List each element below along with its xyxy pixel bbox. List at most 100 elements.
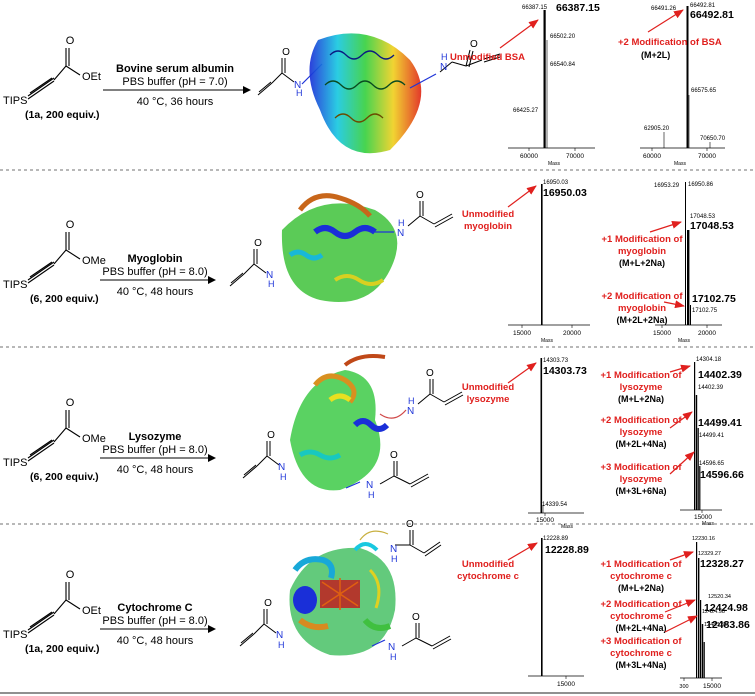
svg-text:O: O — [416, 190, 424, 201]
svg-text:H: H — [368, 490, 375, 500]
svg-text:14339.54: 14339.54 — [542, 502, 568, 508]
ms-peak — [695, 395, 698, 510]
svg-text:PBS buffer (pH = 8.0): PBS buffer (pH = 8.0) — [102, 444, 207, 456]
svg-text:lysozyme: lysozyme — [620, 382, 663, 393]
svg-text:+2 Modification of: +2 Modification of — [600, 415, 682, 426]
svg-text:lysozyme: lysozyme — [620, 474, 663, 485]
red-arrow — [499, 19, 539, 49]
svg-text:16950.03: 16950.03 — [543, 180, 569, 186]
svg-text:Unmodified: Unmodified — [462, 209, 514, 220]
svg-text:60000: 60000 — [643, 153, 661, 160]
svg-text:H: H — [278, 640, 285, 650]
svg-text:TIPS: TIPS — [3, 629, 27, 641]
svg-text:14402.39: 14402.39 — [698, 385, 724, 391]
svg-text:N: N — [388, 642, 395, 653]
panel-lysozyme: O OMe TIPS (6, 200 equiv.) Lysozyme PBS … — [3, 354, 744, 530]
svg-text:14304.18: 14304.18 — [696, 357, 722, 363]
svg-text:+1 Modification of: +1 Modification of — [600, 559, 682, 570]
ms-unmodified: 15000 20000 Mass 16950.03 16950.03 Unmod… — [462, 180, 590, 344]
svg-text:N: N — [397, 228, 404, 239]
ms-modified: 300 15000 12230.16 12329.27 12328.27 +1 … — [600, 536, 749, 690]
ms-peak — [541, 538, 543, 676]
amide-nh: H — [296, 88, 303, 98]
svg-text:15000: 15000 — [703, 683, 721, 690]
propiolamide-right — [439, 49, 501, 73]
svg-text:+2 Modification of: +2 Modification of — [601, 291, 683, 302]
svg-text:17048.53: 17048.53 — [690, 214, 716, 220]
reagent-label: TIPS — [3, 279, 27, 291]
svg-text:14303.73: 14303.73 — [543, 365, 587, 377]
svg-text:66387.15: 66387.15 — [522, 5, 548, 11]
reagent-group: OMe — [82, 255, 106, 267]
svg-text:H: H — [398, 218, 405, 228]
propiolamide-top — [395, 530, 442, 557]
svg-text:300: 300 — [679, 684, 688, 690]
svg-text:12329.27: 12329.27 — [698, 551, 721, 557]
svg-text:66491.26: 66491.26 — [651, 6, 677, 12]
amide-nh: H — [441, 52, 448, 62]
ms-unmodified: 15000 Mass 14303.73 14303.73 14339.54 Un… — [462, 358, 587, 530]
svg-text:60000: 60000 — [520, 153, 538, 160]
protein-name: Lysozyme — [129, 431, 182, 443]
svg-text:(M+3L+4Na): (M+3L+4Na) — [615, 660, 666, 670]
svg-text:20000: 20000 — [563, 330, 581, 337]
svg-text:H: H — [390, 652, 397, 662]
svg-text:(M+2L+4Na): (M+2L+4Na) — [615, 439, 666, 449]
svg-text:N: N — [390, 544, 397, 555]
svg-text:17102.75: 17102.75 — [692, 293, 736, 305]
svg-text:N: N — [276, 630, 283, 641]
ms-peak — [543, 10, 546, 148]
svg-text:40 °C, 48 hours: 40 °C, 48 hours — [117, 464, 194, 476]
svg-text:15000: 15000 — [513, 330, 531, 337]
svg-text:(M+L+2Na): (M+L+2Na) — [618, 394, 664, 404]
svg-text:(6, 200 equiv.): (6, 200 equiv.) — [30, 471, 99, 483]
svg-text:40 °C, 48 hours: 40 °C, 48 hours — [117, 286, 194, 298]
reagent-label: TIPS — [3, 95, 27, 107]
svg-text:17048.53: 17048.53 — [690, 220, 734, 232]
svg-text:Mass: Mass — [702, 521, 714, 527]
svg-text:(M+3L+6Na): (M+3L+6Na) — [615, 486, 666, 496]
svg-text:Mass: Mass — [541, 338, 553, 344]
protein-bsa-ribbon — [309, 33, 422, 154]
svg-text:(M+L+2Na): (M+L+2Na) — [619, 258, 665, 268]
reagent-structure — [27, 582, 81, 634]
svg-text:O: O — [390, 450, 398, 461]
svg-text:(M+2L+4Na): (M+2L+4Na) — [615, 623, 666, 633]
svg-text:16953.29: 16953.29 — [654, 183, 680, 189]
svg-text:OEt: OEt — [82, 605, 101, 617]
svg-text:Mass: Mass — [561, 524, 573, 530]
svg-text:PBS buffer (pH = 8.0): PBS buffer (pH = 8.0) — [102, 615, 207, 627]
mod-label: +2 Modification of BSA — [618, 37, 722, 48]
ms-modified: 15000 20000 Mass 16953.29 16950.86 17048… — [601, 182, 736, 344]
svg-text:12328.27: 12328.27 — [700, 558, 744, 570]
propiolamide-bottom — [401, 623, 452, 650]
svg-text:(M+2L+2Na): (M+2L+2Na) — [616, 315, 667, 325]
panel-myoglobin: O OMe TIPS (6, 200 equiv.) Myoglobin PBS… — [3, 180, 736, 344]
reagent-note: (1a, 200 equiv.) — [25, 109, 100, 121]
svg-text:12228.89: 12228.89 — [545, 544, 589, 556]
svg-text:14499.41: 14499.41 — [699, 433, 725, 439]
conditions: 40 °C, 36 hours — [137, 96, 214, 108]
svg-text:O: O — [264, 598, 272, 609]
svg-text:cytochrome c: cytochrome c — [610, 648, 672, 659]
svg-text:(M+L+2Na): (M+L+2Na) — [618, 583, 664, 593]
svg-text:12424.98: 12424.98 — [704, 602, 748, 614]
svg-text:O: O — [406, 519, 414, 530]
svg-text:myoglobin: myoglobin — [618, 303, 666, 314]
svg-text:15000: 15000 — [694, 514, 712, 521]
svg-text:lysozyme: lysozyme — [620, 427, 663, 438]
protein-myoglobin-ribbon — [281, 193, 398, 302]
svg-text:Mass: Mass — [674, 161, 686, 167]
reagent-structure — [27, 410, 81, 462]
svg-text:66502.20: 66502.20 — [550, 34, 576, 40]
svg-text:17102.75: 17102.75 — [692, 308, 718, 314]
svg-text:62905.20: 62905.20 — [644, 126, 670, 132]
reagent-structure — [27, 48, 81, 100]
svg-text:+1 Modification of: +1 Modification of — [601, 234, 683, 245]
amide-o: O — [282, 47, 290, 58]
svg-text:+3 Modification of: +3 Modification of — [600, 462, 682, 473]
svg-text:12483.86: 12483.86 — [706, 619, 750, 631]
svg-text:+1 Modification of: +1 Modification of — [600, 370, 682, 381]
propiolamide-left — [239, 609, 277, 647]
